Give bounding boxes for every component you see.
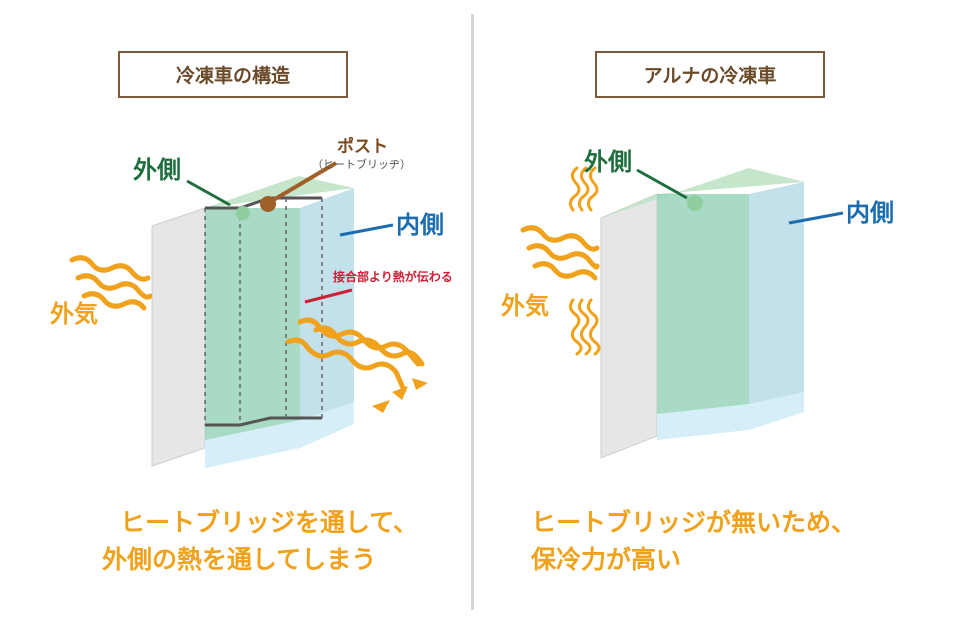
right-heat-wave-1 [520,225,600,252]
right-caption-line2: 保冷力が高い [531,545,682,574]
left-arrow-head-2 [392,386,408,400]
right-heat-wave-3 [532,261,598,281]
right-down-wave-3 [586,298,601,356]
left-heat-through-1 [285,337,407,393]
right-title: アルナの冷凍車 [595,51,825,98]
left-panel: 冷凍車の構造 外側 ポスト （ヒ [0,0,470,623]
left-inner-right-wall [300,188,354,448]
right-up-wave-2 [577,166,590,212]
left-caption-line1: ヒートブリッジを通して、 [120,508,419,537]
left-post-dot [260,196,276,212]
right-panel: アルナの冷凍車 外側 内側 外気 ヒートブリッジが無いため、 保冷力が高い [489,0,959,623]
left-heat-through-3 [313,325,425,367]
right-caption-line1: ヒートブリッジが無いため、 [531,508,857,537]
right-inner-right-wall [749,182,804,414]
right-caption: ヒートブリッジが無いため、 保冷力が高い [531,504,856,578]
left-post-bottom-frame [205,416,322,427]
right-inside-pointer [788,211,844,225]
left-heat-wave-2 [75,273,153,300]
left-label-inside: 内側 [396,211,444,239]
right-outer-wall [600,193,658,459]
right-label-inside: 内側 [846,199,894,227]
right-floor [657,392,804,440]
left-outside-dot [236,206,250,220]
left-joint-pointer [304,288,353,304]
left-label-post: ポスト [337,137,388,157]
left-title: 冷凍車の構造 [118,51,348,98]
left-label-outer-air: 外気 [50,300,98,328]
left-caption: ヒートブリッジを通して、 外側の熱を通してしまう [102,504,419,578]
left-post-top-frame [205,196,322,210]
right-up-wave-1 [568,166,581,212]
left-heat-wave-1 [69,255,151,282]
right-outside-pointer [636,168,688,200]
right-down-wave-1 [568,298,583,356]
left-label-joint: 接合部より熱が伝わる [333,270,453,284]
left-box-diagram [69,161,428,468]
left-caption-line2: 外側の熱を通してしまう [102,545,377,574]
left-label-outside: 外側 [133,156,181,184]
right-top-face [601,168,804,218]
right-inner-back-wall [657,194,749,414]
right-down-wave-2 [577,298,592,356]
right-box-diagram [520,166,844,459]
left-label-post-sub: （ヒートブリッヂ） [312,158,411,171]
left-post-pointer [268,161,338,204]
right-label-outer-air: 外気 [501,292,549,320]
center-divider [471,14,474,610]
left-outside-pointer [186,179,231,207]
left-arrow-head-1 [372,400,390,413]
right-outside-dot [687,195,703,211]
left-arrow-head-3 [412,378,428,390]
right-heat-wave-2 [526,243,600,270]
left-inside-pointer [339,223,394,237]
left-outer-wall [151,207,206,467]
right-up-wave-3 [586,166,599,212]
left-top-face [152,176,354,226]
left-inner-back-wall [205,208,300,448]
right-label-outside: 外側 [584,148,632,176]
left-heat-wave-3 [81,291,147,311]
